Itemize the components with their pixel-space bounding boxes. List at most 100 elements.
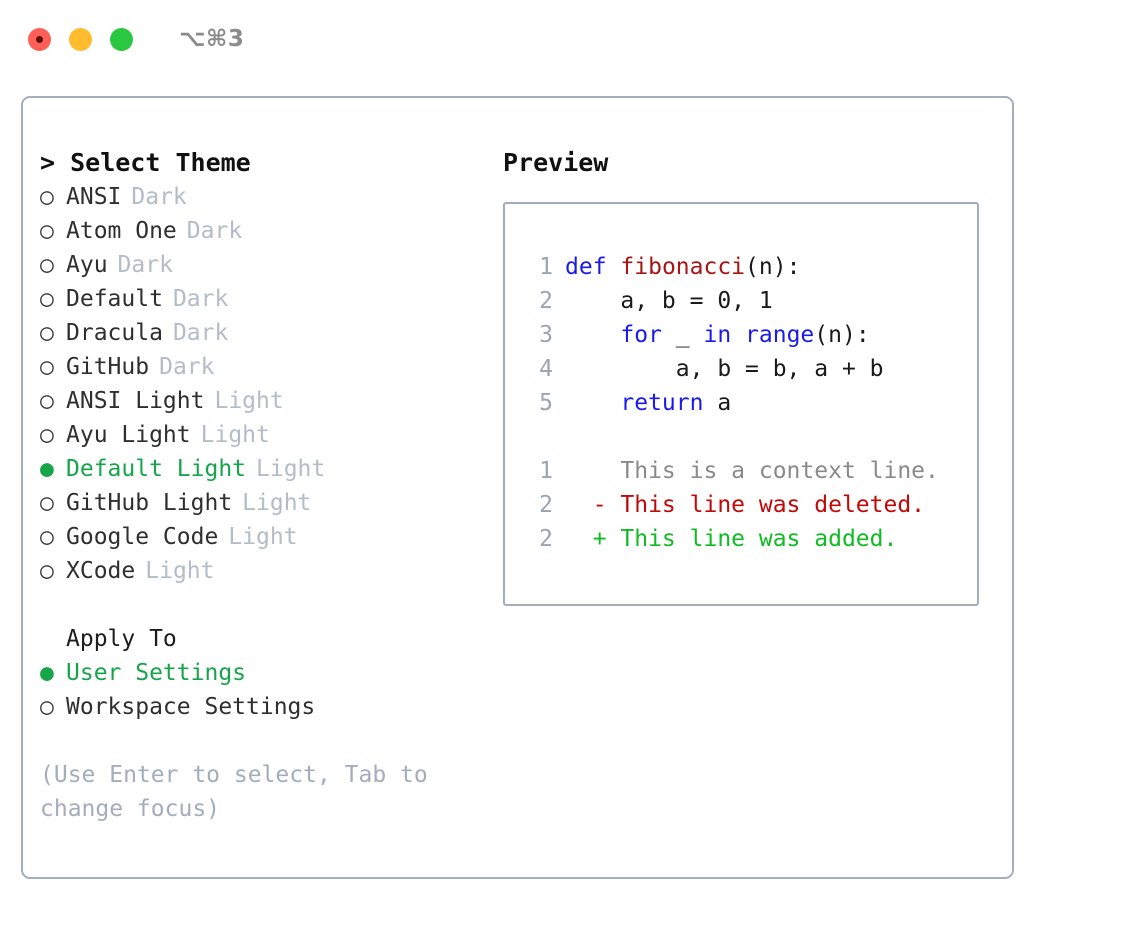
hint-spacer [40,724,500,758]
radio-unselected-icon: ○ [40,524,54,550]
code-line-content: a, b = 0, 1 [565,284,773,318]
code-token: a, b = 0, 1 [565,288,773,314]
diff-line-ctx: 1 This is a context line. [519,454,977,488]
line-number: 1 [539,254,553,280]
radio-unselected-icon: ○ [40,286,54,312]
code-token: _ [661,322,704,348]
code-line-content: a, b = b, a + b [565,352,884,386]
theme-option-category: Dark [186,218,243,244]
code-line-content: def fibonacci(n): [565,250,800,284]
theme-option-label: Google Code [66,524,219,550]
radio-unselected-icon: ○ [40,252,54,278]
radio-unselected-icon: ○ [40,490,54,516]
radio-unselected-icon: ○ [40,184,54,210]
radio-unselected-icon: ○ [40,388,54,414]
code-token [565,322,620,348]
close-button-icon[interactable] [28,27,51,51]
diff-line-content: - This line was deleted. [565,492,926,518]
theme-option-label: ANSI Light [66,388,205,414]
window-controls [28,27,133,51]
radio-selected-icon: ● [40,456,54,482]
code-token: def [565,254,607,280]
diff-line-content: This is a context line. [565,458,939,484]
apply-option-label: Workspace Settings [66,694,316,720]
code-line: 1 def fibonacci(n): [519,250,977,284]
code-token: a [703,390,732,416]
theme-option-category: Dark [159,354,215,380]
theme-option-default-light[interactable]: ● Default Light Light [40,452,500,486]
line-number: 2 [539,526,553,552]
radio-unselected-icon: ○ [40,422,54,448]
code-token: fibonacci [620,254,746,280]
title-bar: ⌥⌘3 [0,0,1140,78]
theme-option-google-code[interactable]: ○ Google Code Light [40,520,500,554]
theme-option-label: ANSI [66,184,122,210]
apply-option-user-settings[interactable]: ●User Settings [40,656,500,690]
line-number: 1 [539,458,553,484]
code-line: 5 return a [519,386,977,420]
theme-option-category: Light [145,558,215,584]
preview-heading: Preview [503,148,609,177]
theme-option-label: Ayu [66,252,108,278]
theme-option-ansi[interactable]: ○ ANSI Dark [40,180,500,214]
code-token: (n): [745,254,801,280]
theme-option-category: Dark [131,184,187,210]
apply-to-list[interactable]: ●User Settings ○ Workspace Settings [40,656,500,724]
code-token: in [703,322,732,348]
code-line: 3 for _ in range(n): [519,318,977,352]
theme-option-category: Light [228,524,298,550]
code-token: return [620,390,704,416]
diff-line-del: 2 - This line was deleted. [519,488,977,522]
line-number: 4 [539,356,553,382]
code-line: 4 a, b = b, a + b [519,352,977,386]
keyboard-shortcut-label: ⌥⌘3 [179,26,245,52]
radio-unselected-icon: ○ [40,218,54,244]
radio-unselected-icon: ○ [40,694,54,720]
theme-option-category: Light [256,456,326,482]
code-token: a, b = b, a + b [565,356,884,382]
line-number: 5 [539,390,553,416]
apply-option-label: User Settings [66,660,247,686]
theme-option-label: Default [66,286,163,312]
section-spacer [40,588,500,622]
code-token [731,322,745,348]
radio-unselected-icon: ○ [40,558,54,584]
theme-option-label: Dracula [66,320,163,346]
theme-option-ayu-light[interactable]: ○ Ayu Light Light [40,418,500,452]
code-line-content: return a [565,386,731,420]
radio-unselected-icon: ○ [40,354,54,380]
theme-option-label: XCode [66,558,136,584]
radio-unselected-icon: ○ [40,320,54,346]
code-token: range [745,322,815,348]
code-diff-gap [519,420,977,454]
line-number: 2 [539,288,553,314]
minimize-button-icon[interactable] [69,27,92,51]
code-line: 2 a, b = 0, 1 [519,284,977,318]
theme-option-category: Light [200,422,270,448]
line-number: 3 [539,322,553,348]
theme-option-xcode[interactable]: ○ XCode Light [40,554,500,588]
theme-option-label: Atom One [66,218,177,244]
diff-sample: 1 This is a context line.2 - This line w… [519,454,977,556]
theme-option-label: Default Light [66,456,247,482]
code-token: for [620,322,662,348]
diff-line-content: + This line was added. [565,526,898,552]
maximize-button-icon[interactable] [110,27,133,51]
theme-option-label: Ayu Light [66,422,191,448]
theme-option-atom-one[interactable]: ○ Atom One Dark [40,214,500,248]
apply-option-workspace-settings[interactable]: ○ Workspace Settings [40,690,500,724]
line-number: 2 [539,492,553,518]
code-line-content: for _ in range(n): [565,318,869,352]
